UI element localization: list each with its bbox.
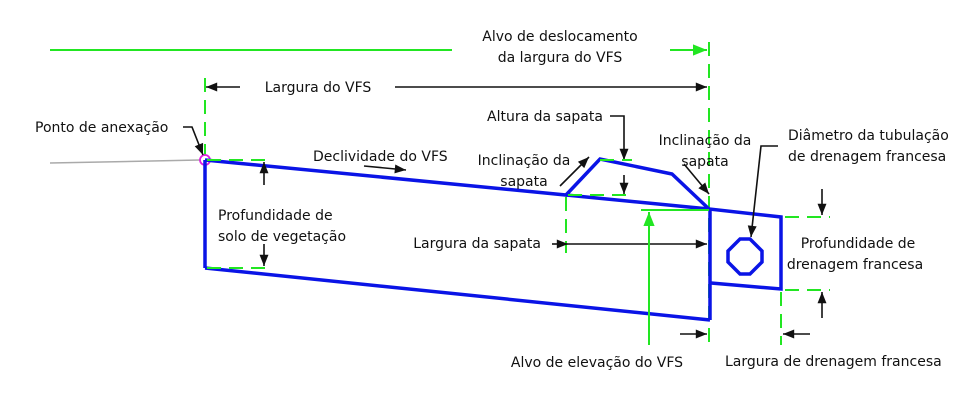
berm-width-label: Largura da sapata bbox=[413, 236, 541, 252]
offset-target-label-2: da largura do VFS bbox=[498, 50, 623, 66]
drain-pipe-icon bbox=[726, 237, 764, 276]
berm-base-line bbox=[565, 193, 710, 211]
attach-point-label: Ponto de anexação bbox=[35, 120, 168, 136]
drain-depth-label-2: drenagem francesa bbox=[787, 257, 923, 273]
berm-slope-right-label-2: sapata bbox=[681, 154, 728, 170]
existing-ground-line bbox=[49, 159, 201, 164]
berm-slope-right-arrow bbox=[683, 163, 710, 195]
berm-slope-left-arrow bbox=[559, 156, 590, 187]
berm-slope-left-label-2: sapata bbox=[500, 174, 547, 190]
berm-slope-left-label-1: Inclinação da bbox=[478, 153, 571, 169]
attach-point-leader bbox=[183, 126, 204, 156]
pipe-diameter-label-2: de drenagem francesa bbox=[788, 149, 946, 165]
drain-width-label: Largura de drenagem francesa bbox=[725, 354, 942, 370]
topsoil-depth-label-2: solo de vegetação bbox=[218, 229, 346, 245]
elevation-target-label: Alvo de elevação do VFS bbox=[511, 355, 683, 371]
topsoil-depth-label-1: Profundidade de bbox=[218, 208, 333, 224]
berm-height-label: Altura da sapata bbox=[487, 109, 603, 125]
vfs-slope-arrow bbox=[363, 164, 407, 174]
berm-height-arrow-down bbox=[610, 115, 629, 160]
vfs-top-surface bbox=[204, 157, 783, 291]
pipe-diameter-label-1: Diâmetro da tubulação bbox=[788, 128, 949, 144]
pipe-diameter-leader bbox=[747, 145, 778, 238]
vfs-bottom-surface bbox=[204, 266, 711, 322]
offset-target-label-1: Alvo de deslocamento bbox=[482, 29, 637, 45]
berm-slope-right-label-1: Inclinação da bbox=[659, 133, 752, 149]
vfs-width-label: Largura do VFS bbox=[265, 80, 372, 96]
vfs-slope-label: Declividade do VFS bbox=[313, 149, 448, 165]
drain-depth-label-1: Profundidade de bbox=[801, 236, 916, 252]
